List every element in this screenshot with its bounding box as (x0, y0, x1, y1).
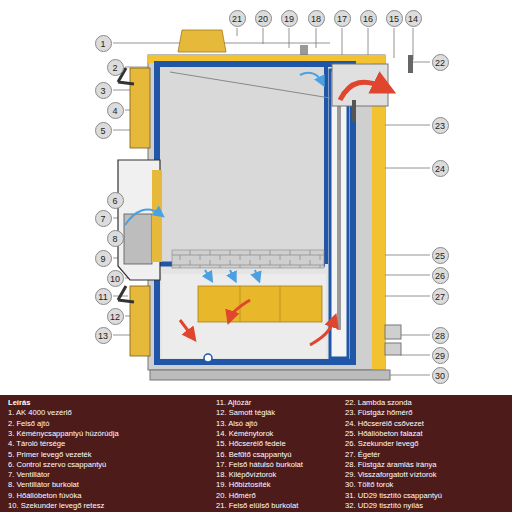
callout-number: 6 (107, 192, 124, 209)
callout-number: 3 (95, 82, 112, 99)
legend-entry: 31. UD29 tisztító csappantyú (345, 491, 442, 501)
callout-number: 27 (432, 288, 449, 305)
callout-number: 18 (308, 10, 325, 27)
callout-number: 19 (281, 10, 298, 27)
legend-entry: 3. Kéménycsappantyú húzórúdja (8, 429, 119, 439)
callout-number: 10 (107, 270, 124, 287)
callout-number: 8 (107, 230, 124, 247)
callout-number: 26 (432, 267, 449, 284)
legend-entry: 17. Felső hátulsó burkolat (216, 460, 303, 470)
legend-entry: 5. Primer levegő vezeték (8, 450, 92, 460)
callout-number: 21 (229, 10, 246, 27)
callout-number: 13 (95, 327, 112, 344)
callout-number: 17 (334, 10, 351, 27)
legend-entry: 19. Hőbiztosíték (216, 480, 270, 490)
legend-entry: 2. Felső ajtó (8, 419, 49, 429)
legend-entry: 25. Hőállóbeton falazat (345, 429, 423, 439)
legend-entry: 6. Control szervo csappantyú (8, 460, 106, 470)
callout-number: 23 (432, 117, 449, 134)
legend-entry: 11. Ajtózár (216, 398, 251, 408)
legend-entry: 23. Füstgáz hőmérő (345, 408, 413, 418)
legend-title: Leírás (8, 398, 30, 408)
callout-number: 11 (95, 288, 112, 305)
callout-number: 22 (432, 54, 449, 71)
callout-number: 9 (95, 250, 112, 267)
callout-number: 12 (107, 308, 124, 325)
callout-number: 2 (107, 59, 124, 76)
legend-entry: 7. Ventillátor (8, 470, 50, 480)
callout-number: 5 (95, 122, 112, 139)
legend-entry: 1. AK 4000 vezérlő (8, 408, 72, 418)
callout-number: 25 (432, 247, 449, 264)
callout-number: 4 (107, 102, 124, 119)
legend-entry: 20. Hőmérő (216, 491, 256, 501)
callout-number: 14 (405, 10, 422, 27)
legend-entry: 16. Befűtő csappantyú (216, 450, 292, 460)
legend-entry: 21. Felső elülső burkolat (216, 501, 298, 511)
legend-entry: 30. Töltő torok (345, 480, 393, 490)
callout-number: 20 (255, 10, 272, 27)
legend-entry: 18. Kilépővíztorok (216, 470, 276, 480)
callout-number: 1 (95, 35, 112, 52)
callout-number: 16 (360, 10, 377, 27)
legend-entry: 28. Füstgáz áramlás iránya (345, 460, 437, 470)
legend-entry: 13. Alsó ajtó (216, 419, 257, 429)
callout-number: 15 (386, 10, 403, 27)
callout-number: 7 (95, 210, 112, 227)
legend-entry: 4. Tároló térsége (8, 439, 65, 449)
legend-entry: 14. Kéménytorok (216, 429, 273, 439)
legend-entry: 10. Szekunder levegő retesz (8, 501, 104, 511)
legend-entry: 26. Szekunder levegő (345, 439, 418, 449)
callout-number: 29 (432, 347, 449, 364)
legend-entry: 15. Hőcserélő fedele (216, 439, 286, 449)
legend-entry: 32. UD29 tisztító nyílás (345, 501, 423, 511)
legend-entry: 27. Égetér (345, 450, 380, 460)
legend-entry: 9. Hőállóbeton fúvóka (8, 491, 81, 501)
callout-number: 30 (432, 367, 449, 384)
legend-entry: 12. Samott téglák (216, 408, 275, 418)
callout-number: 24 (432, 160, 449, 177)
legend-entry: 22. Lambda szonda (345, 398, 412, 408)
legend-entry: 24. Hőcserélő csővezet (345, 419, 424, 429)
legend-entry: 8. Ventillátor burkolat (8, 480, 79, 490)
callout-number: 28 (432, 327, 449, 344)
legend-entry: 29. Visszaforgatott víztorok (345, 470, 436, 480)
